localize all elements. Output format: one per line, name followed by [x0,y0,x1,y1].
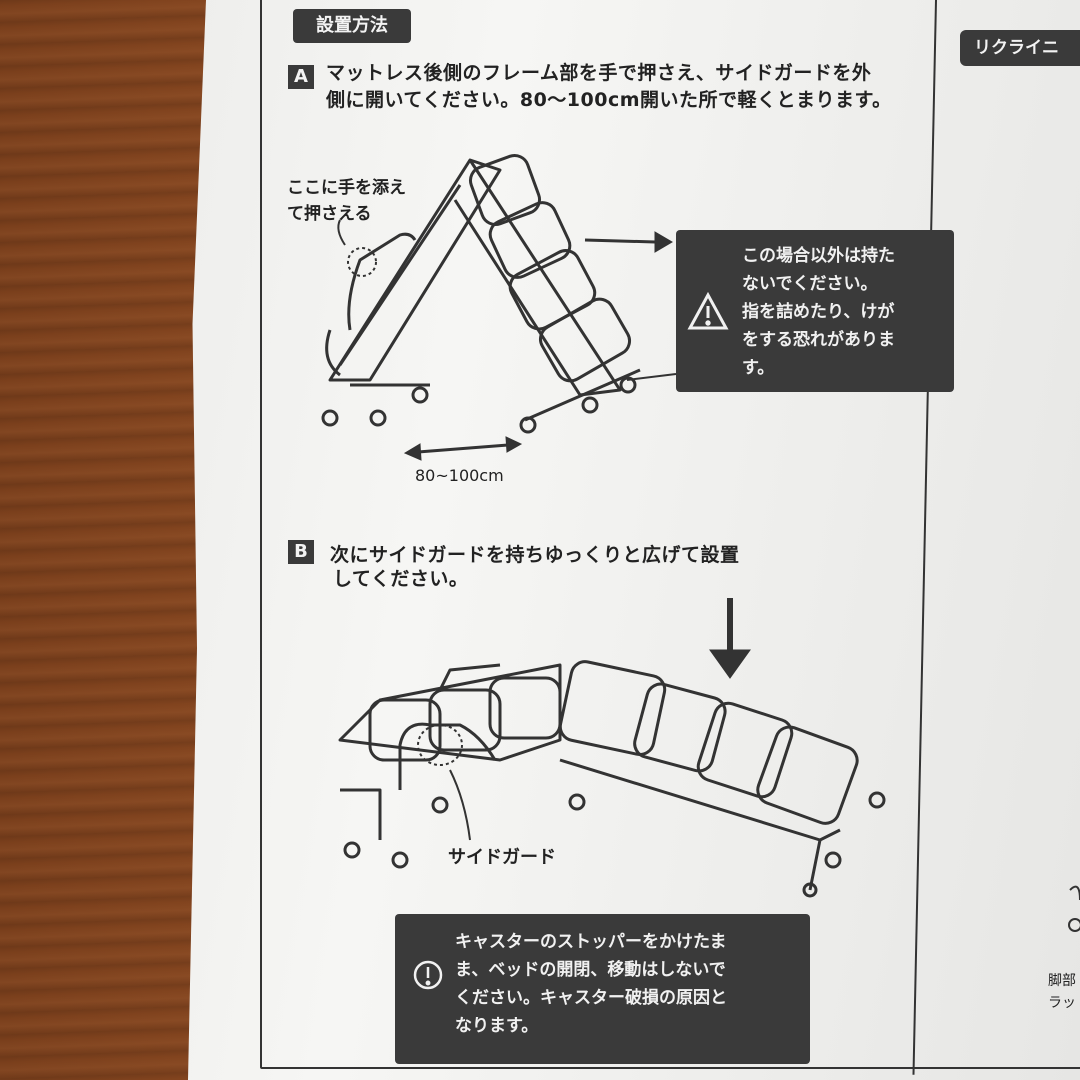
notice-line1: キャスターのストッパーをかけたま [455,932,727,952]
caution-line3: 指を詰めたり、けが [742,302,895,322]
step-b-line1: 次にサイドガードを持ちゆっくりと広げて設置 [330,544,740,566]
arrow-right-icon [584,231,673,253]
hand-note-line2: て押さえる [287,204,372,224]
dimension-arrow-icon [403,436,523,461]
step-a-line2: 側に開いてください。80〜100cm開いた所で軽くとまります。 [326,89,892,111]
instruction-sheet [188,0,1080,1080]
step-a-line1: マットレス後側のフレーム部を手で押さえ、サイドガードを外 [326,62,872,84]
caution-line1: この場合以外は持た [742,246,895,266]
step-b-line2: してください。 [333,568,469,590]
hand-note-line1: ここに手を添え [287,178,406,198]
partial-caster-icon [1068,885,1080,932]
caution-line2: ないでください。 [742,274,878,294]
dimension-label: 80~100cm [415,466,504,485]
caution-line5: す。 [742,358,775,378]
notice-line3: ください。キャスター破損の原因と [455,988,727,1008]
caution-line4: をする恐れがありま [742,330,895,350]
cut-text-line2: ラッ [1048,995,1076,1011]
arrow-down-icon [709,598,751,679]
step-b-marker: B [288,540,314,564]
notice-icon [413,960,443,990]
open-bed-illustration [338,660,886,898]
caution-pointer [626,373,677,381]
step-a-marker: A [288,65,314,89]
sheet-border [260,0,1080,1069]
notice-line2: ま、ベッドの開閉、移動はしないで [455,960,726,980]
notice-line4: なります。 [455,1016,539,1036]
caution-box [676,230,954,392]
notice-box [395,914,810,1064]
warning-icon [687,291,729,330]
side-guard-label: サイドガード [448,847,556,868]
folded-bed-illustration [321,153,641,434]
cut-text-line1: 脚部 [1048,973,1076,989]
right-section-tab: リクライニ [960,30,1080,66]
section-title: 設置方法 [293,9,411,43]
